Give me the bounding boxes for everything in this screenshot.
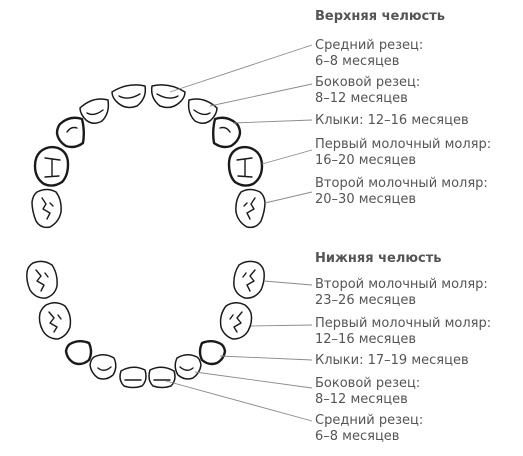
label-upper-canine: Клыки: 12–16 месяцев xyxy=(315,113,469,129)
leader-lower-first-molar xyxy=(250,324,313,327)
upper-central-incisor-groove xyxy=(118,93,141,99)
upper-canine-right xyxy=(212,116,242,149)
lower-first-molar-groove xyxy=(48,311,62,333)
upper-canine-left xyxy=(55,116,85,149)
label-name: Первый молочный моляр: xyxy=(315,316,492,331)
lower-canine-right xyxy=(198,340,227,366)
label-age: 8–12 месяцев xyxy=(315,91,408,106)
label-upper-lateral-incisor: Боковой резец: 8–12 месяцев xyxy=(315,75,420,107)
upper-central-incisor-right xyxy=(150,84,186,109)
upper-lateral-incisor-left xyxy=(79,98,110,124)
upper-canine-groove xyxy=(66,126,78,133)
upper-lateral-incisor-groove xyxy=(193,109,211,116)
leader-lower-lateral-incisor xyxy=(194,371,313,389)
label-lower-canine: Клыки: 17–19 месяцев xyxy=(315,353,469,369)
lower-first-molar-groove xyxy=(229,311,243,333)
upper-second-molar-groove xyxy=(41,197,54,220)
label-name: Средний резец: xyxy=(315,38,424,53)
lower-lateral-incisor-groove xyxy=(179,366,194,371)
label-name: Клыки: 12–16 месяцев xyxy=(315,113,469,128)
upper-first-molar-groove xyxy=(236,157,253,178)
upper-jaw-title: Верхняя челюсть xyxy=(315,9,445,24)
lower-jaw-title: Нижняя челюсть xyxy=(315,251,442,266)
upper-canine-groove xyxy=(219,126,231,133)
upper-second-molar-groove xyxy=(243,197,256,220)
label-name: Второй молочный моляр: xyxy=(315,176,488,191)
label-age: 23–26 месяцев xyxy=(315,293,416,308)
leader-lower-second-molar xyxy=(263,280,313,286)
leader-upper-canine xyxy=(232,119,313,124)
label-lower-central-incisor: Средний резец: 6–8 месяцев xyxy=(315,413,423,445)
leader-upper-second-molar xyxy=(264,191,313,204)
lower-central-incisor-left xyxy=(119,366,147,389)
label-name: Боковой резец: xyxy=(315,376,421,391)
upper-second-molar-left xyxy=(31,188,62,229)
label-age: 6–8 месяцев xyxy=(315,429,400,444)
label-upper-second-molar: Второй молочный моляр: 20–30 месяцев xyxy=(315,176,488,208)
lower-second-molar-groove xyxy=(242,269,256,292)
upper-lateral-incisor-right xyxy=(187,98,218,124)
lower-second-molar-left xyxy=(26,260,58,299)
upper-jaw xyxy=(31,84,266,229)
label-age: 12–16 месяцев xyxy=(315,332,416,347)
upper-central-incisor-groove xyxy=(156,93,179,99)
label-upper-first-molar: Первый молочный моляр: 16–20 месяцев xyxy=(315,137,491,169)
lower-canine-left xyxy=(64,340,93,366)
upper-first-molar-groove xyxy=(44,157,61,178)
leader-lower-central-incisor xyxy=(165,380,313,422)
label-age: 6–8 месяцев xyxy=(315,54,400,69)
lower-second-molar-groove xyxy=(35,269,49,292)
label-lower-lateral-incisor: Боковой резец: 8–12 месяцев xyxy=(315,376,420,408)
upper-second-molar-right xyxy=(235,188,266,229)
upper-central-incisor-left xyxy=(111,84,147,109)
label-name: Средний резец: xyxy=(315,413,424,428)
lower-lateral-incisor-groove xyxy=(97,366,112,371)
lower-lateral-incisor-right xyxy=(174,354,202,380)
label-name: Боковой резец: xyxy=(315,75,421,90)
label-name: Первый молочный моляр: xyxy=(315,137,492,152)
label-lower-second-molar: Второй молочный моляр: 23–26 месяцев xyxy=(315,277,488,309)
lower-second-molar-right xyxy=(233,260,265,299)
label-age: 20–30 месяцев xyxy=(315,192,416,207)
label-upper-central-incisor: Средний резец: 6–8 месяцев xyxy=(315,38,423,70)
leader-upper-central-incisor xyxy=(169,44,313,93)
upper-lateral-incisor-groove xyxy=(86,109,104,116)
label-age: 8–12 месяцев xyxy=(315,392,408,407)
lower-jaw xyxy=(26,260,265,389)
lower-first-molar-left xyxy=(38,302,72,340)
label-name: Клыки: 17–19 месяцев xyxy=(315,353,469,368)
label-name: Второй молочный моляр: xyxy=(315,277,488,292)
lower-lateral-incisor-left xyxy=(89,354,117,380)
lower-first-molar-right xyxy=(219,302,253,340)
label-age: 16–20 месяцев xyxy=(315,153,416,168)
leader-lines xyxy=(165,44,313,422)
leader-upper-lateral-incisor xyxy=(209,83,313,107)
leader-upper-first-molar xyxy=(261,149,313,165)
leader-lower-canine xyxy=(219,355,313,361)
lower-central-incisor-right xyxy=(148,366,176,389)
label-lower-first-molar: Первый молочный моляр: 12–16 месяцев xyxy=(315,316,491,348)
